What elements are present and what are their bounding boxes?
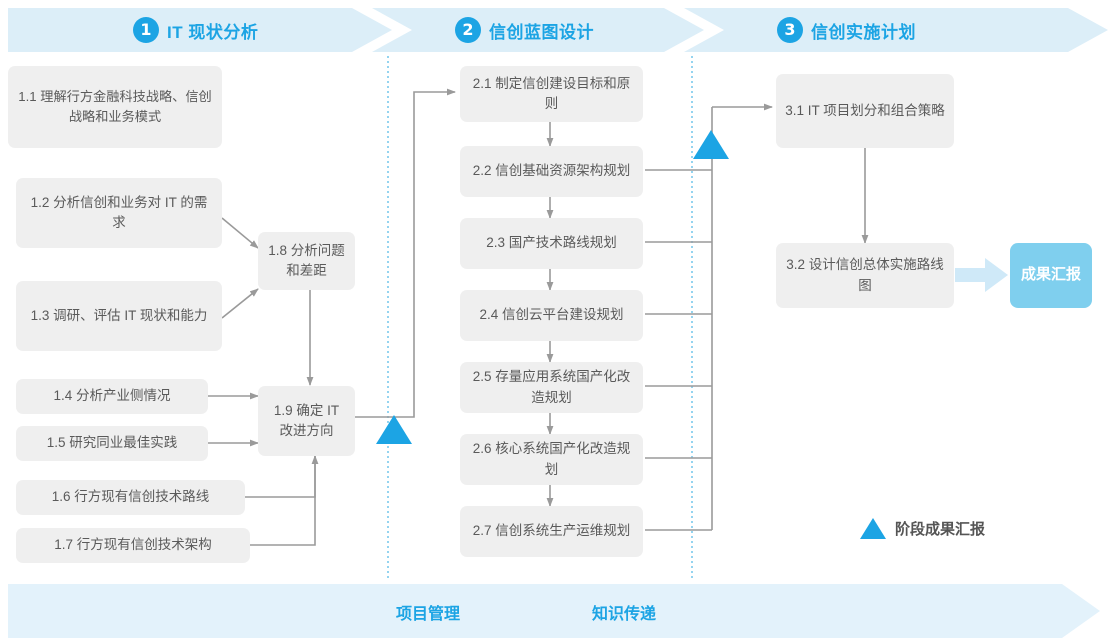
node-2-3-label: 2.3 国产技术路线规划	[486, 235, 617, 251]
node-2-6-label: 2.6 核心系统国产化改造规划	[472, 441, 631, 477]
node-1-1-label: 1.1 理解行方金融科技战略、信创战略和业务模式	[18, 89, 212, 124]
node-2-1[interactable]: 2.1 制定信创建设目标和原则	[460, 66, 643, 122]
phase-title-1: IT 现状分析	[167, 22, 259, 42]
node-3-1-label: 3.1 IT 项目划分和组合策略	[785, 102, 945, 118]
milestone-triangle-phase2	[693, 130, 729, 159]
node-1-7-label: 1.7 行方现有信创技术架构	[54, 537, 212, 553]
phase-number-1: 1	[133, 17, 159, 43]
phase-number-2: 2	[455, 17, 481, 43]
node-2-2-label: 2.2 信创基础资源架构规划	[472, 163, 631, 179]
node-1-9-label: 1.9 确定 IT 改进方向	[273, 402, 340, 438]
footer-label-1-text: 知识传递	[592, 606, 657, 623]
phase-header-1[interactable]: 1 IT 现状分析	[133, 17, 258, 43]
phase-title-3: 信创实施计划	[811, 22, 916, 42]
node-1-8-label: 1.8 分析问题和差距	[268, 242, 345, 278]
node-2-7[interactable]: 2.7 信创系统生产运维规划	[460, 506, 643, 557]
node-3-2[interactable]: 3.2 设计信创总体实施路线图	[776, 243, 954, 308]
result-arrow	[955, 258, 1008, 292]
node-2-4[interactable]: 2.4 信创云平台建设规划	[460, 290, 643, 341]
footer-label-project-management[interactable]: 项目管理	[396, 600, 460, 624]
node-1-2-label: 1.2 分析信创和业务对 IT 的需求	[30, 194, 208, 230]
connectors-bus-phase2-to-3	[645, 103, 773, 531]
node-2-7-label: 2.7 信创系统生产运维规划	[472, 523, 631, 539]
node-2-5-label: 2.5 存量应用系统国产化改造规划	[472, 369, 631, 405]
phase-header-3[interactable]: 3 信创实施计划	[777, 17, 916, 43]
footer-label-0-text: 项目管理	[396, 606, 461, 623]
node-1-4[interactable]: 1.4 分析产业侧情况	[16, 379, 208, 414]
result-label: 成果汇报	[1020, 266, 1081, 284]
legend-label: 阶段成果汇报	[895, 521, 986, 538]
node-1-9[interactable]: 1.9 确定 IT 改进方向	[258, 386, 355, 456]
node-2-2[interactable]: 2.2 信创基础资源架构规划	[460, 146, 643, 197]
phase-header-2[interactable]: 2 信创蓝图设计	[455, 17, 594, 43]
phase-band-bottom	[8, 584, 1100, 638]
node-1-8[interactable]: 1.8 分析问题和差距	[258, 232, 355, 290]
node-1-4-label: 1.4 分析产业侧情况	[53, 388, 171, 404]
footer-label-knowledge-transfer[interactable]: 知识传递	[592, 600, 656, 624]
connectors-phase1	[208, 88, 456, 546]
node-1-7[interactable]: 1.7 行方现有信创技术架构	[16, 528, 250, 563]
node-2-5[interactable]: 2.5 存量应用系统国产化改造规划	[460, 362, 643, 413]
milestone-triangle-phase1	[376, 415, 412, 444]
node-2-3[interactable]: 2.3 国产技术路线规划	[460, 218, 643, 269]
node-2-6[interactable]: 2.6 核心系统国产化改造规划	[460, 434, 643, 485]
node-1-6-label: 1.6 行方现有信创技术路线	[51, 489, 210, 505]
node-3-2-label: 3.2 设计信创总体实施路线图	[786, 257, 944, 293]
legend-milestone: 阶段成果汇报	[860, 518, 985, 539]
phase-number-3: 3	[777, 17, 803, 43]
node-1-5-label: 1.5 研究同业最佳实践	[46, 435, 178, 451]
node-1-6[interactable]: 1.6 行方现有信创技术路线	[16, 480, 245, 515]
node-2-4-label: 2.4 信创云平台建设规划	[479, 307, 624, 323]
node-3-1[interactable]: 3.1 IT 项目划分和组合策略	[776, 74, 954, 148]
node-1-3-label: 1.3 调研、评估 IT 现状和能力	[30, 307, 208, 323]
node-1-3[interactable]: 1.3 调研、评估 IT 现状和能力	[16, 281, 222, 351]
milestone-triangle-icon	[860, 518, 886, 539]
node-1-5[interactable]: 1.5 研究同业最佳实践	[16, 426, 208, 461]
phase-title-2: 信创蓝图设计	[489, 22, 594, 42]
node-1-2[interactable]: 1.2 分析信创和业务对 IT 的需求	[16, 178, 222, 248]
node-2-1-label: 2.1 制定信创建设目标和原则	[472, 75, 631, 111]
node-1-1[interactable]: 1.1 理解行方金融科技战略、信创战略和业务模式	[8, 66, 222, 148]
result-box[interactable]: 成果汇报	[1010, 243, 1092, 308]
